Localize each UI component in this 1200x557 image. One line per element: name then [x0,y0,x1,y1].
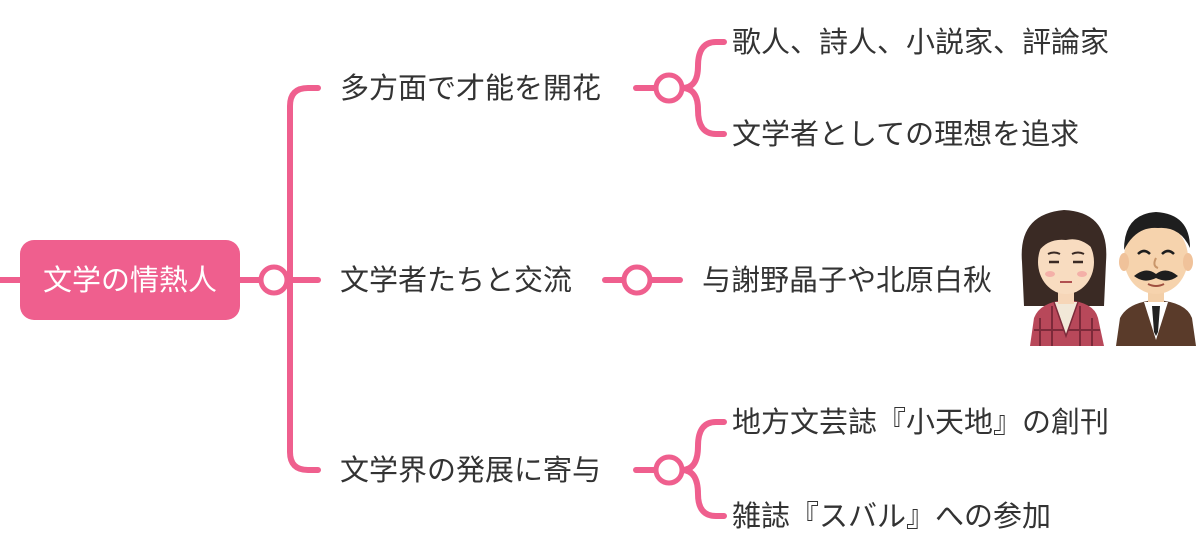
branch-label-3[interactable]: 文学界の発展に寄与 [340,453,601,487]
man-mustache-suit-portrait-icon [1116,212,1196,346]
leaf-label-3-2[interactable]: 雑誌『スバル』への参加 [732,499,1051,533]
connector-leaf-3-1 [679,419,727,473]
leaf-label-1-1[interactable]: 歌人、詩人、小説家、評論家 [732,25,1109,59]
leaf-label-3-1[interactable]: 地方文芸誌『小天地』の創刊 [732,405,1109,439]
branch-1-circle[interactable] [653,72,685,104]
root-node-box [20,240,240,320]
connectors [0,39,727,519]
root-label: 文学の情熱人 [43,263,217,297]
hub-circle[interactable] [258,264,290,296]
branch-3-circle[interactable] [653,454,685,486]
branch-2-circle[interactable] [621,264,653,296]
leaf-label-1-2[interactable]: 文学者としての理想を追求 [732,117,1079,151]
branch-label-1[interactable]: 多方面で才能を開花 [340,71,601,105]
root-node[interactable]: 文学の情熱人 [20,240,240,320]
branch-label-2[interactable]: 文学者たちと交流 [340,263,572,297]
leaf-label-2-1[interactable]: 与謝野晶子や北原白秋 [702,263,992,297]
connector-leaf-3-2 [679,467,727,519]
connector-branch-3 [287,277,321,473]
connector-leaf-1-1 [679,39,727,91]
portrait-illustration [1021,210,1196,346]
woman-kimono-portrait-icon [1021,210,1107,346]
connector-leaf-1-2 [679,85,727,137]
connector-branch-1 [287,85,321,283]
